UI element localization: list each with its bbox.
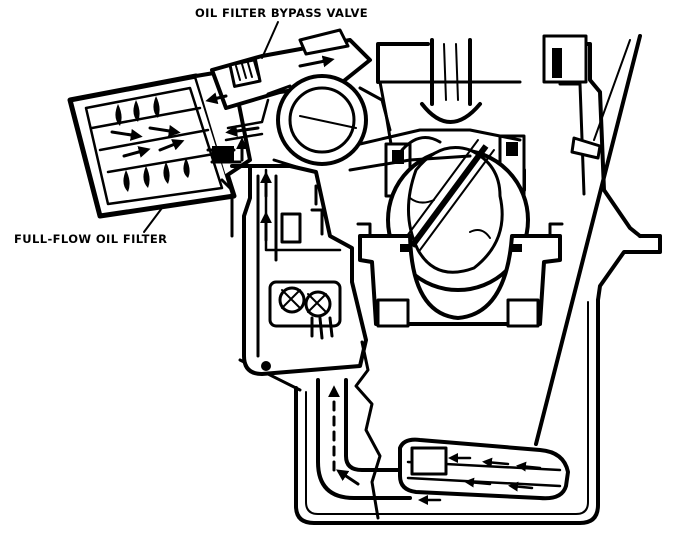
bypass-valve-label: OIL FILTER BYPASS VALVE — [195, 6, 369, 20]
oil-pickup-tube — [316, 340, 412, 520]
oil-pump — [220, 137, 368, 376]
oil-filter-bypass-valve — [205, 28, 372, 142]
full-flow-filter-label: FULL-FLOW OIL FILTER — [14, 232, 168, 246]
oil-pickup-screen — [398, 437, 570, 505]
leader-lines — [143, 21, 279, 233]
main-bearing-cap — [356, 222, 564, 328]
oil-gallery-lines — [348, 128, 522, 172]
dipstick — [534, 34, 642, 446]
engine-block — [376, 34, 662, 302]
crankshaft — [386, 136, 530, 292]
camshaft-journal — [266, 74, 392, 170]
